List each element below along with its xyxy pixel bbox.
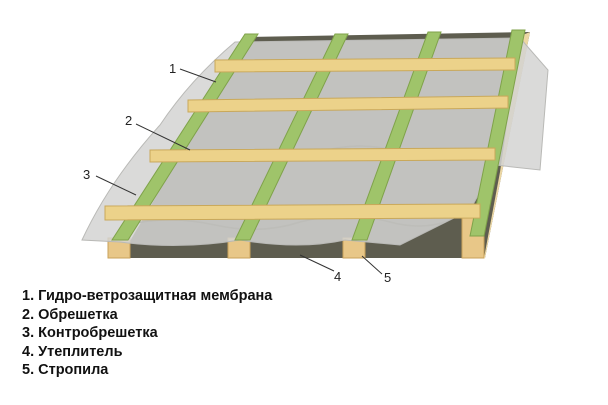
leader-lines bbox=[95, 68, 383, 275]
legend-item-counter-batten: 3. Контробрешетка bbox=[22, 325, 158, 342]
legend-list: 1. Гидро-ветрозащитная мембрана 2. Обреш… bbox=[22, 287, 272, 380]
battens bbox=[104, 57, 516, 221]
legend-item-rafters: 5. Стропила bbox=[22, 362, 109, 379]
legend-item-membrane: 1. Гидро-ветрозащитная мембрана bbox=[22, 288, 273, 304]
counter-battens bbox=[111, 29, 526, 241]
callout-5: 5 bbox=[384, 270, 391, 285]
legend-item-batten: 2. Обрешетка bbox=[22, 306, 118, 323]
membrane-layer bbox=[81, 37, 549, 247]
roof-layers-illustration: 1 2 3 4 5 bbox=[81, 29, 549, 285]
callout-4: 4 bbox=[334, 269, 341, 284]
legend-item-insulation: 4. Утеплитель bbox=[22, 343, 123, 360]
membrane-wave-2 bbox=[124, 215, 446, 231]
callout-1: 1 bbox=[169, 61, 176, 76]
callout-2: 2 bbox=[125, 113, 132, 128]
callout-3: 3 bbox=[83, 167, 90, 182]
